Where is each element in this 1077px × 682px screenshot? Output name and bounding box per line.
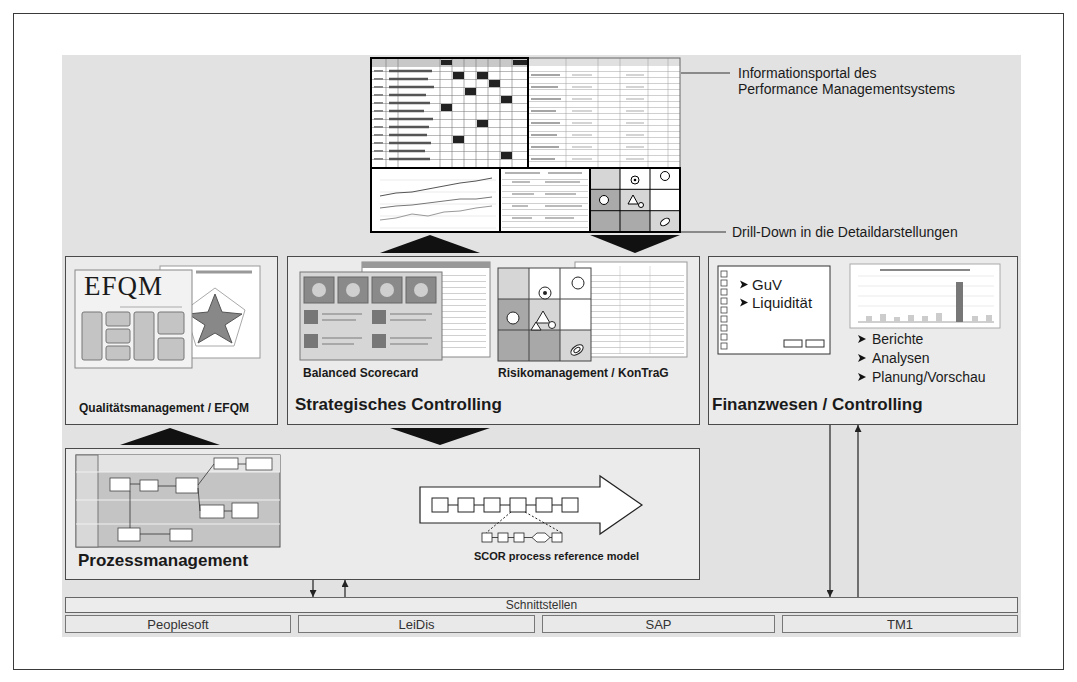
logo-text: EFQM <box>84 271 163 302</box>
list-item: Planung/Vorschau <box>872 369 986 385</box>
list-item: GuV <box>752 276 782 293</box>
system-box: Peoplesoft <box>65 615 291 633</box>
risk-matrix-picture <box>498 262 687 361</box>
portal-callout: Informationsportal des Performance Manag… <box>738 65 958 97</box>
strategy-panel: Strategisches Controlling <box>287 256 700 425</box>
interface-bar: Schnittstellen <box>65 597 1018 613</box>
data-arrow <box>312 580 313 597</box>
flow-triangle <box>380 235 480 253</box>
picture-caption: Balanced Scorecard <box>303 367 418 381</box>
panel-title: Qualitätsmanagement / EFQM <box>79 402 249 416</box>
callout-label: Drill-Down in die Detaildarstellungen <box>732 224 958 240</box>
scorecard-picture <box>300 262 490 360</box>
flow-triangle <box>120 428 220 445</box>
flow-triangle <box>590 235 680 253</box>
picture-caption: Risikomanagement / KonTraG <box>498 367 669 381</box>
system-name: SAP <box>645 618 671 631</box>
list-item: Analysen <box>872 350 930 366</box>
leader-line <box>681 73 730 232</box>
list-item: Berichte <box>872 331 923 347</box>
dashboard-screenshot <box>371 58 680 232</box>
system-name: TM1 <box>887 618 913 631</box>
data-arrow <box>857 425 858 597</box>
picture-caption: SCOR process reference model <box>474 550 639 563</box>
system-name: LeiDis <box>398 618 434 631</box>
list-item: Liquidität <box>752 294 812 311</box>
panel-fill <box>65 256 1018 580</box>
data-arrow <box>344 580 345 597</box>
panel-title: Strategisches Controlling <box>295 395 502 415</box>
system-box: SAP <box>542 615 775 633</box>
bar-label: Schnittstellen <box>506 599 577 611</box>
finance-picture <box>718 264 1000 381</box>
flow-triangle <box>390 428 490 445</box>
panel-title: Finanzwesen / Controlling <box>712 395 923 415</box>
ground <box>62 55 1021 637</box>
panel-title: Prozessmanagement <box>78 551 248 571</box>
scor-arrow-picture <box>420 476 642 542</box>
portal-node: Informationsportal des Performance Manag… <box>370 57 680 232</box>
system-box: TM1 <box>782 615 1018 633</box>
efqm-picture <box>75 266 260 368</box>
system-box: LeiDis <box>298 615 535 633</box>
swimlane-picture <box>76 455 280 547</box>
data-arrow <box>829 425 830 597</box>
figure-frame <box>14 14 1064 670</box>
system-name: Peoplesoft <box>147 618 208 631</box>
